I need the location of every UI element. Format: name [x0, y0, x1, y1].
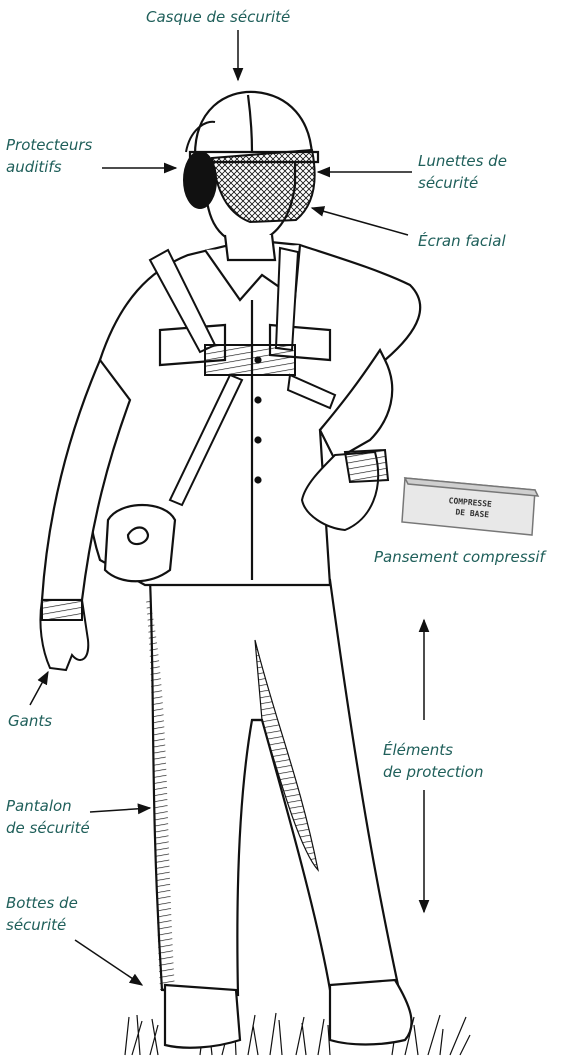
label-gloves: Gants — [8, 710, 52, 732]
boots — [165, 980, 412, 1048]
label-compress: Pansement compressif — [374, 546, 545, 568]
label-protection: Éléments de protection — [383, 739, 483, 783]
shirt — [42, 240, 420, 600]
label-trousers: Pantalon de sécurité — [6, 795, 90, 839]
label-boots: Bottes de sécurité — [6, 892, 78, 936]
tool-pouch — [105, 505, 175, 581]
label-face-screen: Écran facial — [418, 230, 506, 252]
trousers — [146, 580, 398, 995]
label-helmet: Casque de sécurité — [146, 6, 290, 28]
label-ear-protectors: Protecteurs auditifs — [6, 134, 92, 178]
label-glasses: Lunettes de sécurité — [418, 150, 507, 194]
